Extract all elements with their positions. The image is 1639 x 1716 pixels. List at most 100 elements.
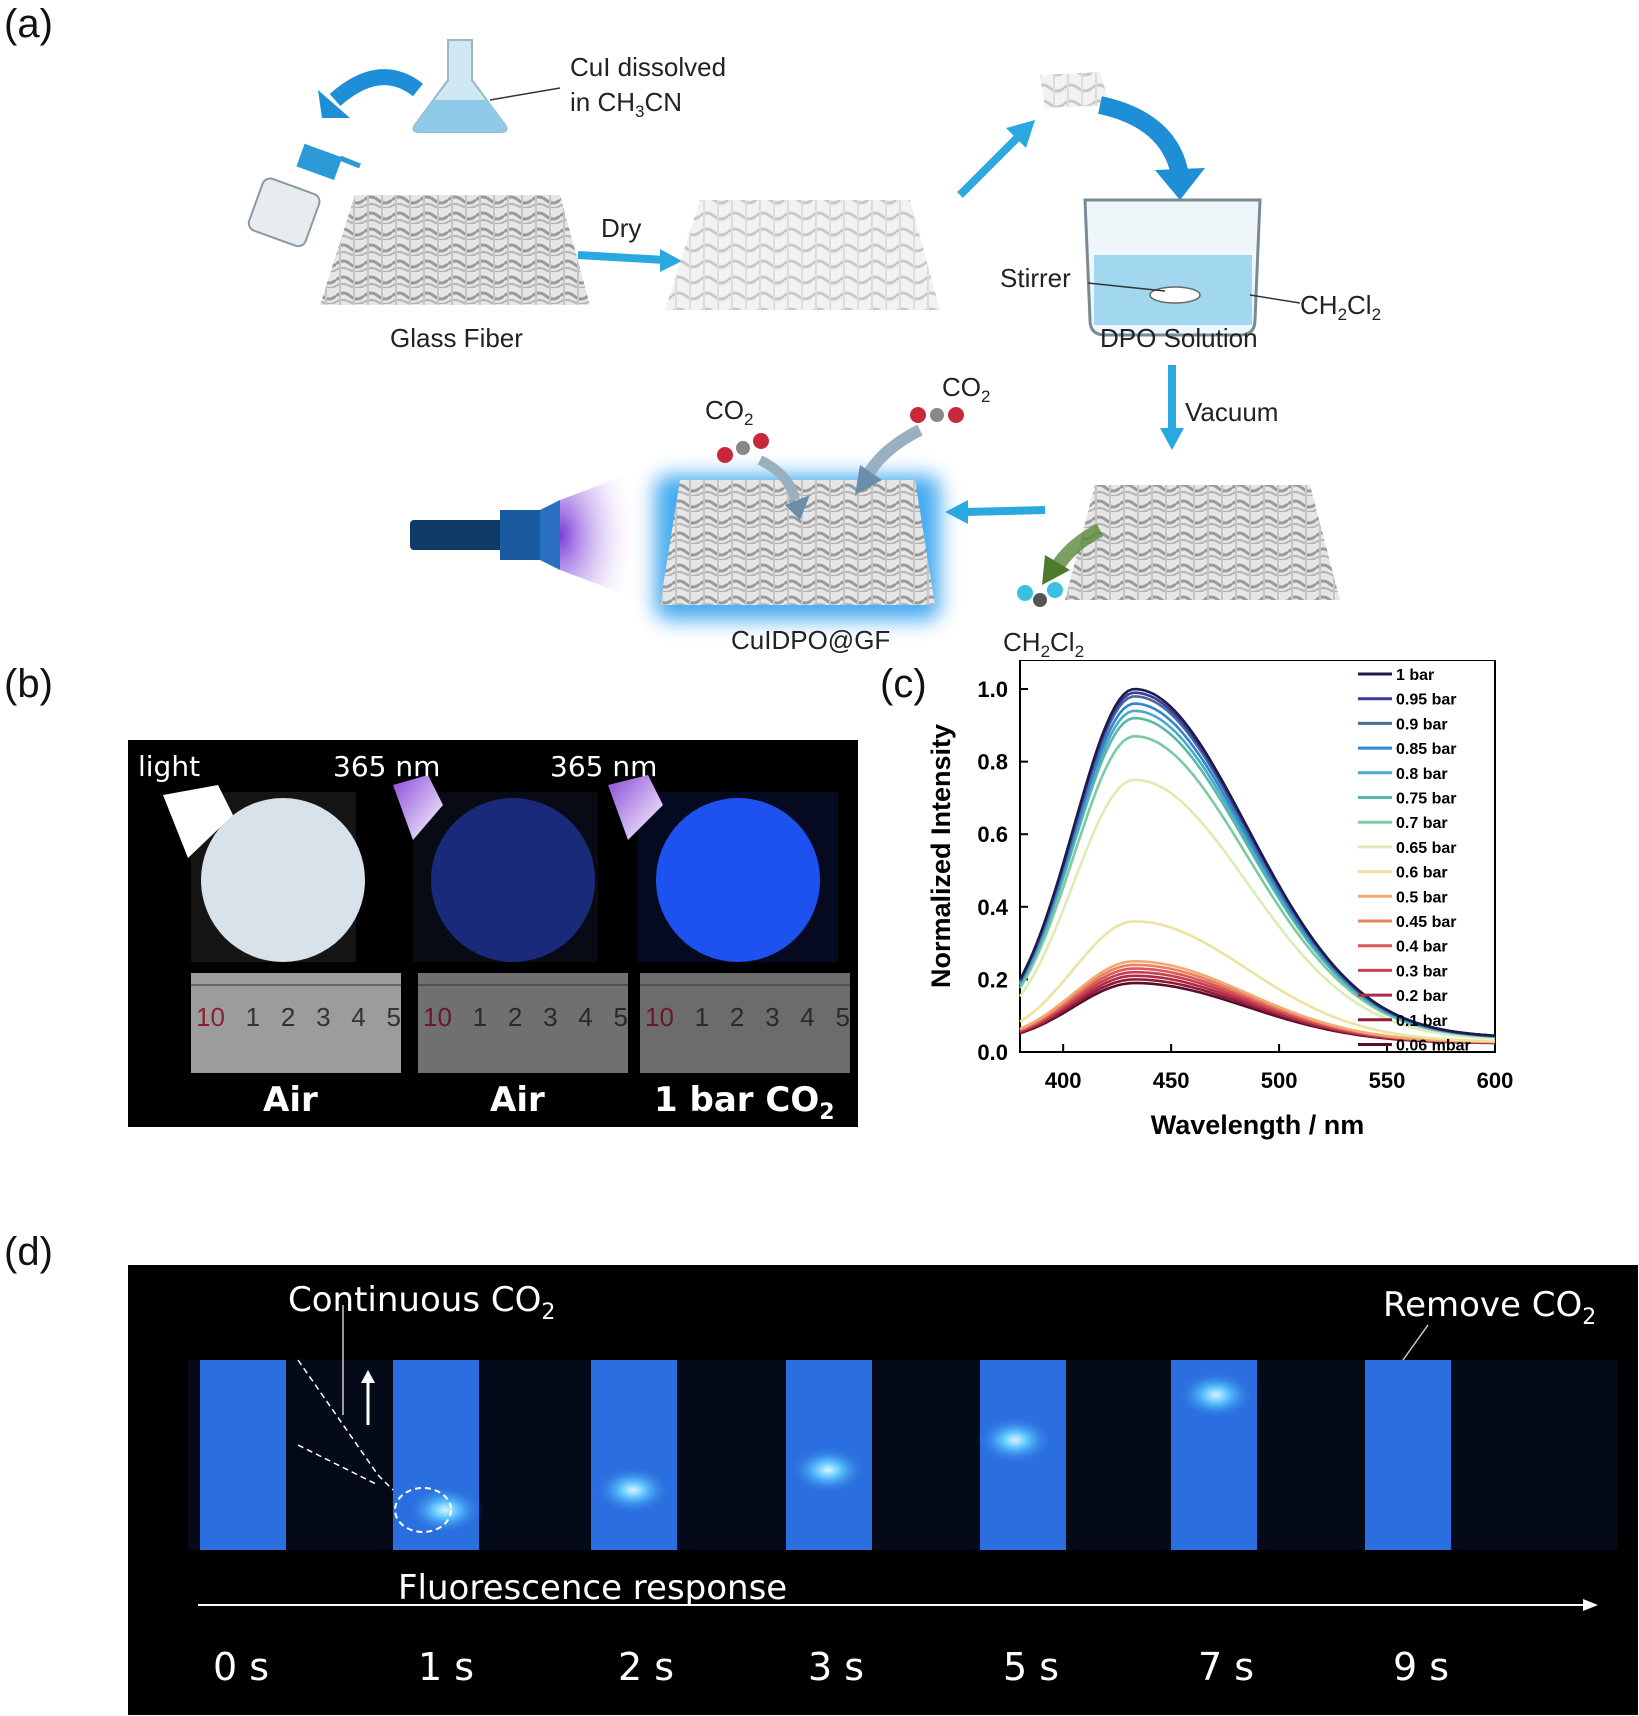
legend-entry: 0.1 bar bbox=[1396, 1013, 1448, 1030]
fluorescence-response-label: Fluorescence response bbox=[398, 1568, 788, 1608]
legend-entry: 0.85 bar bbox=[1396, 741, 1456, 758]
legend-entry: 0.3 bar bbox=[1396, 963, 1448, 980]
caption-co2: 1 bar CO2 bbox=[654, 1080, 835, 1125]
legend-entry: 0.5 bar bbox=[1396, 889, 1448, 906]
x-tick-label: 500 bbox=[1261, 1068, 1298, 1093]
fiber-strip bbox=[591, 1360, 677, 1550]
time-label: 3 s bbox=[808, 1645, 865, 1689]
legend-entry: 0.7 bar bbox=[1396, 815, 1448, 832]
legend-entry: 0.4 bar bbox=[1396, 939, 1448, 956]
light-label: light bbox=[138, 750, 201, 783]
series-line bbox=[1019, 920, 1496, 1043]
panel-d-strips bbox=[188, 1305, 1618, 1611]
uv-label-1: 365 nm bbox=[333, 750, 441, 783]
legend-entry: 0.8 bar bbox=[1396, 766, 1448, 783]
sample-disc-white bbox=[201, 798, 365, 962]
emission-spectra-chart: 400 450 500 550 600 0.0 0.2 0.4 0.6 0.8 1.0Wavelen… bbox=[926, 660, 1514, 1140]
upward-arrow-head bbox=[361, 1370, 375, 1383]
x-tick-label: 400 bbox=[1045, 1068, 1082, 1093]
beaker-icon bbox=[1083, 198, 1262, 337]
y-tick-label: 0.6 bbox=[977, 822, 1008, 847]
time-label: 0 s bbox=[213, 1645, 270, 1689]
fiber-strip bbox=[1365, 1360, 1451, 1550]
series-line bbox=[1019, 960, 1495, 1044]
legend-entry: 0.95 bar bbox=[1396, 692, 1456, 709]
uv-lamp-icon-2 bbox=[608, 775, 663, 840]
y-tick-label: 0.8 bbox=[977, 750, 1008, 775]
panel-label-a: (a) bbox=[4, 2, 53, 46]
legend-entry: 1 bar bbox=[1396, 667, 1434, 684]
legend-entry: 0.75 bar bbox=[1396, 791, 1456, 808]
uv-label-2: 365 nm bbox=[550, 750, 658, 783]
y-tick-label: 1.0 bbox=[977, 677, 1008, 702]
panel-label-b: (b) bbox=[4, 662, 53, 706]
ch2cl2-leaving-label: CH2Cl2 bbox=[1003, 627, 1085, 662]
ruler-1 bbox=[191, 973, 401, 1073]
legend-entry: 0.65 bar bbox=[1396, 840, 1456, 857]
y-tick-label: 0.2 bbox=[977, 967, 1008, 992]
y-tick-label: 0.0 bbox=[977, 1040, 1008, 1065]
spray-bottle-icon bbox=[247, 143, 361, 248]
legend-entry: 0.6 bar bbox=[1396, 865, 1448, 882]
time-label: 7 s bbox=[1198, 1645, 1255, 1689]
y-axis-label: Normalized Intensity bbox=[926, 724, 956, 988]
panel-label-c: (c) bbox=[880, 662, 927, 706]
x-tick-label: 550 bbox=[1369, 1068, 1406, 1093]
dpo-solution-label: DPO Solution bbox=[1100, 323, 1258, 353]
series-line bbox=[1018, 687, 1496, 1037]
ch2cl2-solvent-label: CH2Cl2 bbox=[1300, 290, 1382, 325]
time-label: 9 s bbox=[1393, 1645, 1450, 1689]
glass-fiber-mat bbox=[320, 195, 590, 305]
legend-entry: 0.9 bar bbox=[1396, 716, 1448, 733]
nozzle-guide bbox=[297, 1444, 379, 1486]
series-line bbox=[1018, 778, 1496, 1040]
fluorescence-spot bbox=[1178, 1371, 1254, 1419]
sample-disc-bright bbox=[656, 798, 820, 962]
vacuum-label: Vacuum bbox=[1185, 397, 1279, 427]
cui-label-line2: in CH3CN bbox=[570, 87, 683, 122]
stirrer-label: Stirrer bbox=[1000, 263, 1071, 293]
sample-disc-dark bbox=[431, 798, 595, 962]
fluorescence-spot bbox=[407, 1486, 483, 1534]
flask-icon bbox=[412, 39, 508, 133]
legend-entry: 0.2 bar bbox=[1396, 988, 1448, 1005]
product-mat bbox=[660, 480, 935, 605]
fluorescence-spot bbox=[790, 1446, 866, 1494]
ruler-3 bbox=[640, 973, 850, 1073]
y-tick-label: 0.4 bbox=[977, 895, 1008, 920]
cui-label-line1: CuI dissolved bbox=[570, 52, 727, 82]
fluorescence-spot bbox=[977, 1416, 1053, 1464]
time-label: 5 s bbox=[1003, 1645, 1060, 1689]
panel-a-scheme bbox=[247, 39, 1340, 620]
uv-flashlight-icon bbox=[410, 470, 640, 600]
glass-fiber-label: Glass Fiber bbox=[390, 323, 523, 353]
dry-label: Dry bbox=[601, 213, 642, 243]
x-tick-label: 450 bbox=[1153, 1068, 1190, 1093]
panel-label-d: (d) bbox=[4, 1230, 53, 1274]
remove-co2-label: Remove CO2 bbox=[1383, 1285, 1597, 1330]
co2-label-left: CO2 bbox=[705, 395, 754, 430]
legend-entry: 0.45 bar bbox=[1396, 914, 1456, 931]
uv-lamp-icon bbox=[393, 775, 443, 840]
white-light-icon bbox=[163, 785, 233, 858]
callout-line bbox=[1402, 1324, 1429, 1361]
plot-frame bbox=[1019, 660, 1496, 1053]
x-tick-label: 600 bbox=[1477, 1068, 1514, 1093]
time-label: 2 s bbox=[618, 1645, 675, 1689]
product-label: CuIDPO@GF bbox=[731, 625, 891, 655]
time-label: 1 s bbox=[418, 1645, 475, 1689]
fiber-strip bbox=[200, 1360, 286, 1550]
continuous-co2-label: Continuous CO2 bbox=[288, 1280, 556, 1325]
nozzle-guide bbox=[297, 1359, 394, 1491]
legend-entry: 0.06 mbar bbox=[1396, 1038, 1471, 1055]
x-axis-label: Wavelength / nm bbox=[1151, 1110, 1365, 1140]
co2-label-right: CO2 bbox=[942, 372, 991, 407]
caption-air-1: Air bbox=[263, 1080, 318, 1120]
fluorescence-spot bbox=[595, 1466, 671, 1514]
ruler-2 bbox=[418, 973, 628, 1073]
caption-air-2: Air bbox=[490, 1080, 545, 1120]
time-labels: 0 s 1 s 2 s 3 s 5 s 7 s 9 s bbox=[128, 1645, 1638, 1705]
